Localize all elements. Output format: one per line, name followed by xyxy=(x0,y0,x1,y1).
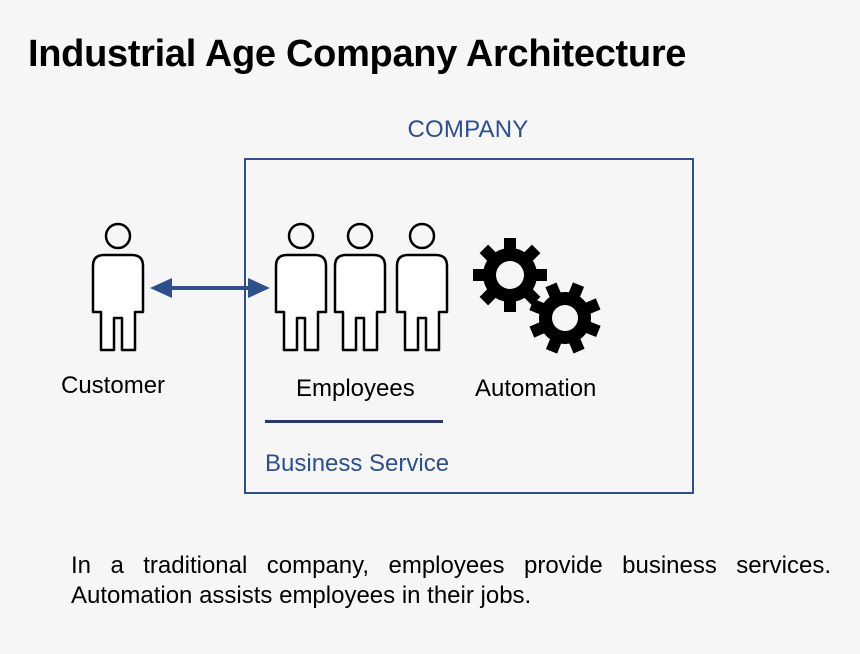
caption: In a traditional company, employees prov… xyxy=(71,551,831,611)
employee-person-icon-2 xyxy=(333,222,387,352)
small-gear-icon xyxy=(529,282,601,354)
customer-employees-arrow xyxy=(150,278,270,298)
employee-person-icon-1 xyxy=(274,222,328,352)
employees-label: Employees xyxy=(296,375,415,402)
customer-label: Customer xyxy=(61,372,166,399)
employee-person-icon-3 xyxy=(395,222,449,352)
caption-line-1: In a traditional company, employees prov… xyxy=(71,552,831,579)
customer-person-icon xyxy=(91,222,145,352)
caption-line-2: Automation assists employees in their jo… xyxy=(71,582,532,609)
company-boundary-box xyxy=(244,158,694,494)
company-label: COMPANY xyxy=(407,116,529,143)
automation-label: Automation xyxy=(475,375,597,402)
page-title: Industrial Age Company Architecture xyxy=(28,33,687,75)
business-service-label: Business Service xyxy=(265,450,450,477)
business-service-divider xyxy=(265,420,443,423)
